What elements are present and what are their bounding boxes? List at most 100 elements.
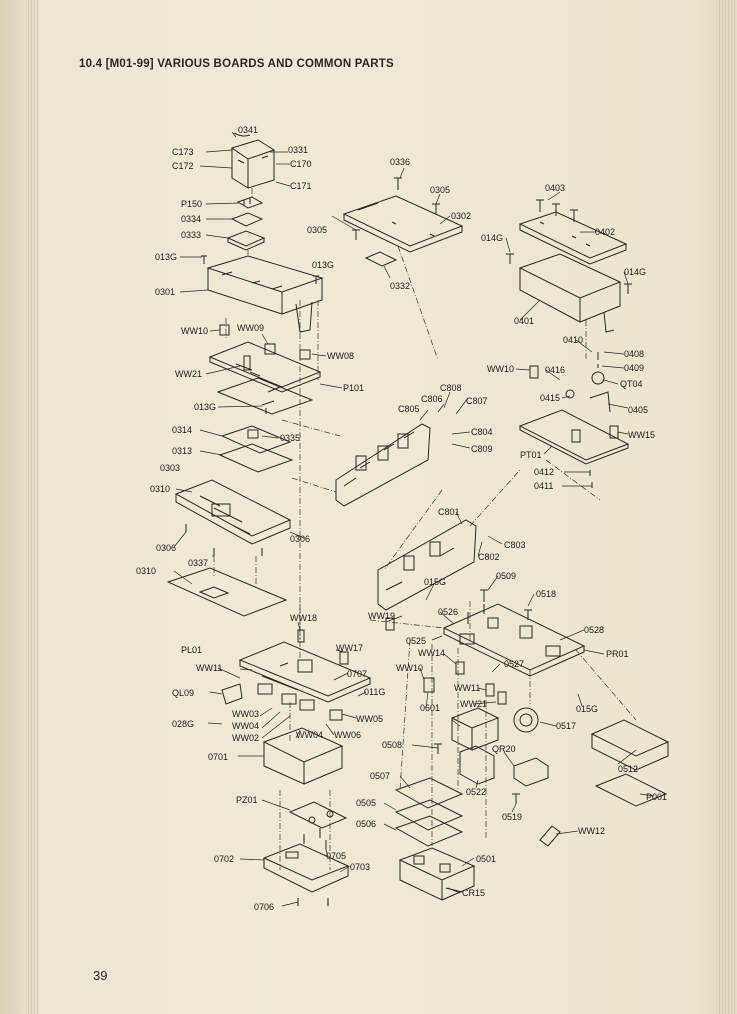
label-0302: 0302 xyxy=(451,211,471,221)
label-c173: C173 xyxy=(172,147,194,157)
part-0702-box xyxy=(262,843,350,893)
label-0305: 0305 xyxy=(430,185,450,195)
part-0512-box xyxy=(590,719,670,771)
label-c171: C171 xyxy=(290,181,312,191)
part-cr15 xyxy=(445,887,463,893)
label-ww09: WW09 xyxy=(237,323,264,333)
label-015g-b: 015G xyxy=(576,704,598,714)
label-0401: 0401 xyxy=(514,316,534,326)
part-0310-sheet xyxy=(166,567,288,617)
connector-ww10-b xyxy=(423,677,435,693)
alignment-lines xyxy=(213,188,637,870)
leader-lines xyxy=(173,131,655,907)
part-p150 xyxy=(236,196,264,209)
connector-ww11 xyxy=(485,683,495,697)
label-0403: 0403 xyxy=(545,183,565,193)
label-0410: 0410 xyxy=(563,335,583,345)
label-ww03: WW03 xyxy=(232,709,259,719)
label-ww06: WW06 xyxy=(334,730,361,740)
label-0332: 0332 xyxy=(390,281,410,291)
label-ww10-c: WW10 xyxy=(396,663,423,673)
screw-014g xyxy=(506,253,514,264)
label-c805: C805 xyxy=(398,404,420,414)
part-0402-plate xyxy=(518,211,628,265)
label-0705: 0705 xyxy=(326,851,346,861)
board-0506 xyxy=(394,815,464,847)
label-0501: 0501 xyxy=(476,854,496,864)
label-0310-b: 0310 xyxy=(136,566,156,576)
page-edge xyxy=(719,0,737,1014)
label-ww02: WW02 xyxy=(232,733,259,743)
label-0336: 0336 xyxy=(390,157,410,167)
board-pz01 xyxy=(288,801,348,829)
screws-0403 xyxy=(536,199,578,222)
label-0506: 0506 xyxy=(356,819,376,829)
part-0401-chassis xyxy=(518,253,622,333)
label-c806: C806 xyxy=(421,394,443,404)
board-0505 xyxy=(394,799,464,831)
label-0411: 0411 xyxy=(534,481,553,491)
part-0415 xyxy=(565,389,575,399)
label-0341: 0341 xyxy=(238,125,258,135)
label-0331: 0331 xyxy=(288,145,308,155)
label-0505: 0505 xyxy=(356,798,376,808)
connector-ww19 xyxy=(385,617,395,631)
label-0306-b: 0306 xyxy=(156,543,176,553)
label-0306: 0306 xyxy=(290,534,310,544)
label-c170: C170 xyxy=(290,159,312,169)
screw-0508 xyxy=(434,743,442,754)
screws-0411-0412 xyxy=(589,470,593,488)
label-0518: 0518 xyxy=(536,589,556,599)
label-0508: 0508 xyxy=(382,740,402,750)
label-0333: 0333 xyxy=(181,230,201,240)
label-ww14: WW14 xyxy=(418,648,445,658)
label-qr20: QR20 xyxy=(492,744,516,754)
binding-edge xyxy=(28,0,38,1014)
connector-ww15 xyxy=(609,425,619,439)
label-0334: 0334 xyxy=(181,214,201,224)
part-0405 xyxy=(589,391,611,413)
label-0509: 0509 xyxy=(496,571,516,581)
screw-014g-b xyxy=(624,283,632,294)
label-0526: 0526 xyxy=(438,607,458,617)
label-p150: P150 xyxy=(181,199,202,209)
part-0332 xyxy=(364,251,398,267)
section-title: 10.4 [M01-99] VARIOUS BOARDS AND COMMON … xyxy=(79,58,394,70)
label-0528: 0528 xyxy=(584,625,604,635)
label-c802: C802 xyxy=(478,552,500,562)
board-0314 xyxy=(220,425,292,454)
screw-0519 xyxy=(512,793,520,804)
label-013g-b: 013G xyxy=(312,260,334,270)
label-0527: 0527 xyxy=(504,659,524,669)
connector-ww08 xyxy=(299,349,311,360)
label-0706: 0706 xyxy=(254,902,274,912)
label-0416: 0416 xyxy=(545,365,565,375)
label-pt01: PT01 xyxy=(520,450,542,460)
part-0701-box xyxy=(262,727,344,785)
label-c801: C801 xyxy=(438,507,460,517)
label-ww10: WW10 xyxy=(181,326,208,336)
label-0701: 0701 xyxy=(208,752,228,762)
board-p101-lower xyxy=(216,377,314,415)
label-0303: 0303 xyxy=(160,463,180,473)
label-cr15: CR15 xyxy=(462,888,485,898)
label-ww05: WW05 xyxy=(356,714,383,724)
label-0512: 0512 xyxy=(618,764,638,774)
screw-013g xyxy=(201,255,207,264)
label-0408: 0408 xyxy=(624,349,644,359)
label-0337: 0337 xyxy=(188,558,208,568)
screw-0305-b xyxy=(352,229,360,240)
label-ww21: WW21 xyxy=(175,369,202,379)
label-c807: C807 xyxy=(466,396,488,406)
label-ww08: WW08 xyxy=(327,351,354,361)
part-0303-tray xyxy=(174,479,292,545)
label-c809: C809 xyxy=(471,444,493,454)
part-0301-chassis xyxy=(206,255,324,333)
label-c804: C804 xyxy=(471,427,493,437)
board-pl01 xyxy=(238,641,372,711)
label-0702: 0702 xyxy=(214,854,234,864)
label-ww18: WW18 xyxy=(290,613,317,623)
label-c803: C803 xyxy=(504,540,526,550)
page-number: 39 xyxy=(93,968,108,983)
label-pr01: PR01 xyxy=(606,649,629,659)
